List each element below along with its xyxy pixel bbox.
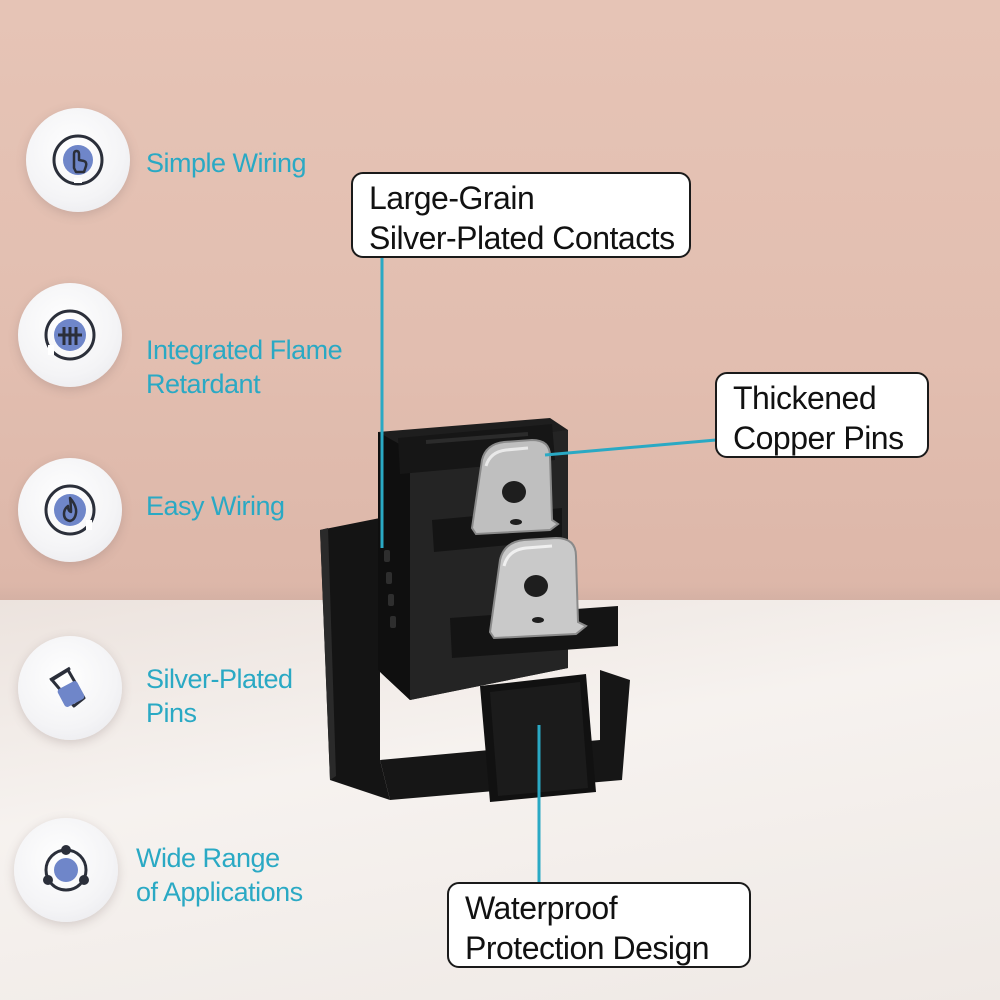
feature-label-line: Silver-Plated [146, 664, 293, 694]
feature-label-line: Easy Wiring [146, 491, 285, 521]
callout-line: Copper Pins [733, 420, 904, 456]
feature-label-line: Pins [146, 698, 197, 728]
feature-label-flame-retardant: Integrated Flame Retardant [146, 333, 343, 401]
callout-line: Protection Design [465, 930, 710, 966]
callout-line: Large-Grain [369, 180, 535, 216]
callout-copper-pins: Thickened Copper Pins [715, 372, 929, 458]
touch-pointer-icon [26, 108, 130, 212]
callout-line: Thickened [733, 380, 877, 416]
feature-label-easy-wiring: Easy Wiring [146, 489, 285, 523]
network-nodes-icon [14, 818, 118, 922]
callout-line: Waterproof [465, 890, 618, 926]
feature-label-simple-wiring: Simple Wiring [146, 146, 307, 180]
feature-label-line: of Applications [136, 877, 303, 907]
feature-label-line: Wide Range [136, 843, 280, 873]
feature-label-silver-plated-pins: Silver-Plated Pins [146, 662, 293, 730]
heat-lines-icon [18, 283, 122, 387]
callout-silver-plated-contacts: Large-Grain Silver-Plated Contacts [351, 172, 691, 258]
pin-plug-icon [18, 636, 122, 740]
feature-label-line: Integrated Flame [146, 335, 343, 365]
feature-label-wide-range: Wide Range of Applications [136, 841, 303, 909]
feature-label-line: Simple Wiring [146, 148, 307, 178]
callout-waterproof-design: Waterproof Protection Design [447, 882, 751, 968]
feature-label-line: Retardant [146, 369, 261, 399]
rocker-switch-product [320, 418, 630, 802]
callout-line: Silver-Plated Contacts [369, 220, 675, 256]
flame-icon [18, 458, 122, 562]
